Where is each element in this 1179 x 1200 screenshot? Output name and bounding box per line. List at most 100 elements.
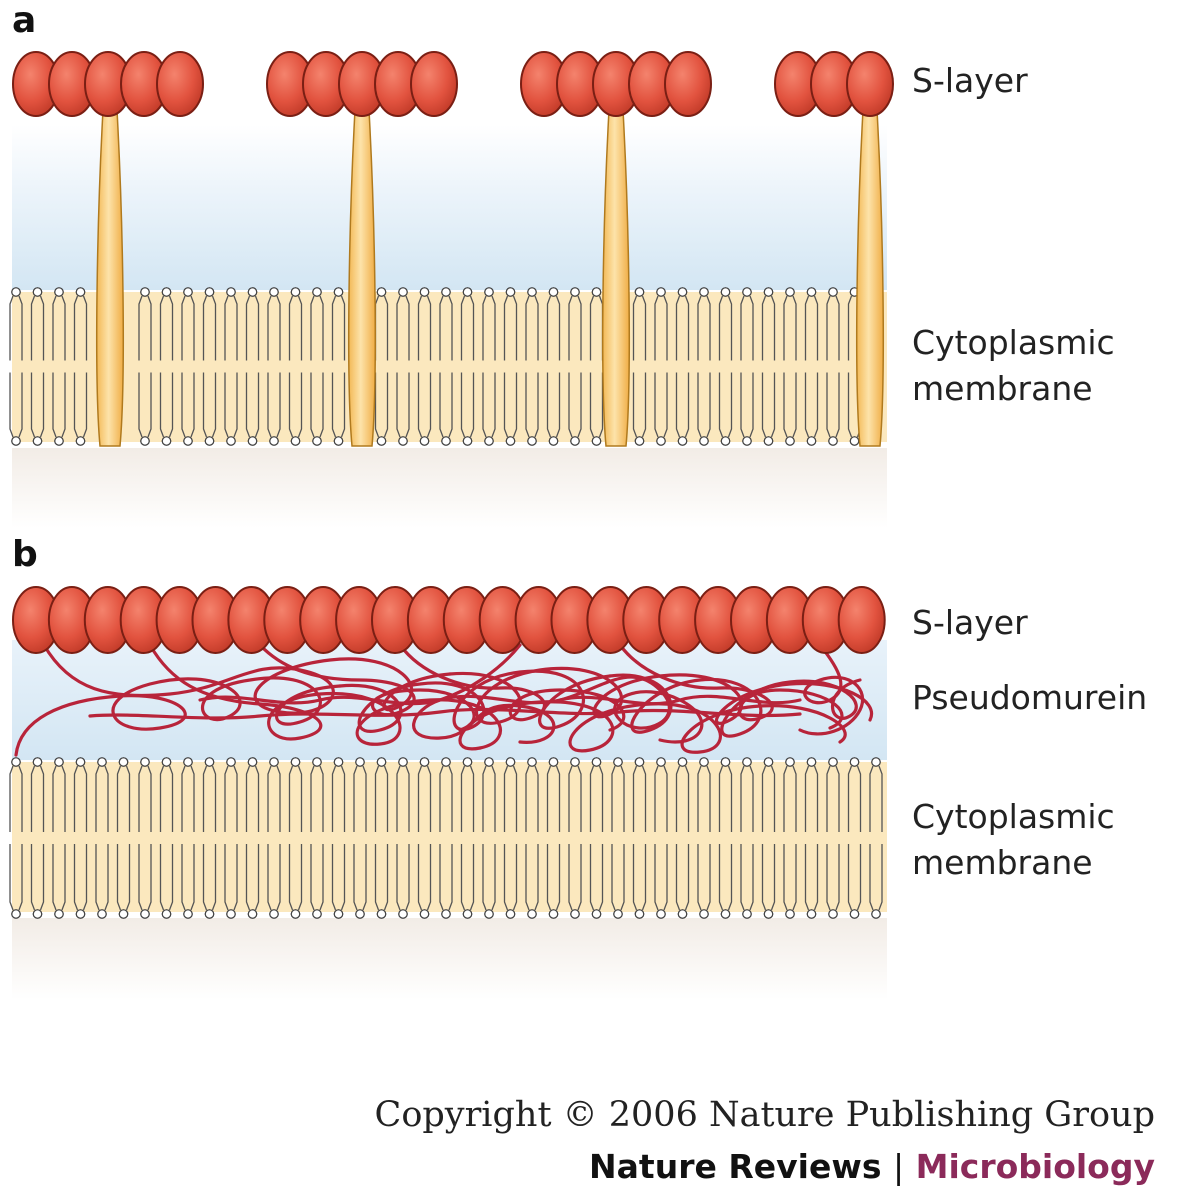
lipid-tail	[147, 844, 152, 911]
lipid-head	[312, 909, 322, 919]
lipid-head	[634, 436, 645, 446]
s-layer-subunit	[410, 51, 458, 117]
lipid-tail	[761, 295, 767, 361]
lipid-head	[376, 757, 387, 767]
lipid-tail	[491, 844, 496, 911]
lipid-tail	[340, 765, 346, 832]
lipid-head	[763, 436, 774, 446]
lipid-head	[183, 436, 193, 446]
lipid-tail	[663, 372, 668, 438]
lipid-tail	[310, 372, 315, 438]
lipid-head	[441, 287, 451, 297]
lipid-tail	[706, 295, 711, 361]
lipid-tail	[104, 765, 109, 832]
lipid-head	[32, 909, 43, 919]
lipid-tail	[770, 295, 776, 361]
lipid-tail	[491, 372, 496, 438]
lipid-head	[505, 909, 516, 919]
lipid-head	[828, 436, 838, 446]
lipid-head	[570, 909, 580, 919]
lipid-tail	[159, 844, 165, 911]
lipid-tail	[568, 765, 573, 832]
lipid-tail	[641, 765, 647, 832]
pseudomurein-strand	[448, 666, 874, 725]
lipid-tail	[181, 295, 186, 361]
lipid-head	[32, 436, 43, 446]
lipid-tail	[52, 295, 57, 361]
lipid-tail	[297, 765, 303, 832]
lipid-tail	[740, 372, 745, 438]
lipid-tail	[813, 844, 819, 911]
lipid-tail	[749, 295, 754, 361]
lipid-head	[806, 909, 817, 919]
lipid-tail	[826, 765, 831, 832]
lipid-tail	[396, 765, 401, 832]
lipid-tail	[61, 295, 66, 361]
panel-a-membrane-label-line1: Cytoplasmic	[912, 323, 1115, 362]
lipid-tail	[482, 844, 487, 911]
lipid-tail	[589, 765, 595, 832]
lipid-tail	[245, 844, 251, 911]
lipid-head	[871, 757, 881, 767]
lipid-tail	[491, 765, 496, 832]
lipid-tail	[396, 372, 401, 438]
lipid-head	[398, 757, 408, 767]
lipid-tail	[482, 765, 487, 832]
lipid-tail	[168, 765, 174, 832]
lipid-tail	[783, 765, 788, 832]
lipid-tail	[675, 844, 681, 911]
lipid-head	[32, 757, 43, 767]
lipid-tail	[620, 844, 625, 911]
lipid-tail	[813, 372, 819, 438]
lipid-tail	[211, 765, 217, 832]
panel-b-s-layer-label: S-layer	[912, 603, 1028, 642]
lipid-tail	[546, 295, 552, 361]
lipid-head	[312, 287, 322, 297]
lipid-tail	[61, 844, 66, 911]
lipid-tail	[383, 295, 389, 361]
lipid-tail	[503, 844, 509, 911]
lipid-tail	[577, 844, 582, 911]
lipid-head	[333, 436, 344, 446]
lipid-tail	[374, 844, 380, 911]
lipid-head	[548, 909, 559, 919]
lipid-tail	[439, 765, 444, 832]
lipid-head	[11, 436, 21, 446]
panel-a-membrane-label-line2: membrane	[912, 369, 1093, 408]
lipid-tail	[9, 765, 14, 832]
lipid-head	[785, 909, 795, 919]
lipid-tail	[319, 295, 324, 361]
lipid-tail	[813, 295, 819, 361]
panel-a-lipid-bilayer	[9, 287, 862, 446]
lipid-tail	[835, 295, 840, 361]
lipid-tail	[181, 372, 186, 438]
lipid-tail	[276, 765, 281, 832]
lipid-head	[247, 287, 258, 297]
lipid-head	[484, 287, 494, 297]
lipid-head	[548, 757, 559, 767]
copyright-notice: Copyright © 2006 Nature Publishing Group	[374, 1095, 1155, 1135]
lipid-tail	[525, 295, 530, 361]
lipid-head	[591, 757, 602, 767]
lipid-head	[763, 909, 774, 919]
lipid-head	[161, 757, 172, 767]
lipid-tail	[847, 844, 853, 911]
lipid-head	[527, 909, 537, 919]
lipid-head	[806, 757, 817, 767]
pseudomurein-strand	[608, 673, 862, 738]
lipid-tail	[663, 295, 668, 361]
lipid-tail	[211, 372, 217, 438]
lipid-head	[484, 757, 494, 767]
lipid-head	[355, 757, 365, 767]
lipid-head	[290, 757, 301, 767]
lipid-tail	[718, 295, 724, 361]
lipid-tail	[525, 372, 530, 438]
lipid-tail	[878, 844, 883, 911]
lipid-head	[613, 757, 623, 767]
lipid-tail	[568, 372, 573, 438]
lipid-tail	[245, 372, 251, 438]
lipid-head	[226, 757, 236, 767]
lipid-head	[333, 757, 344, 767]
lipid-head	[312, 757, 322, 767]
lipid-tail	[783, 295, 788, 361]
